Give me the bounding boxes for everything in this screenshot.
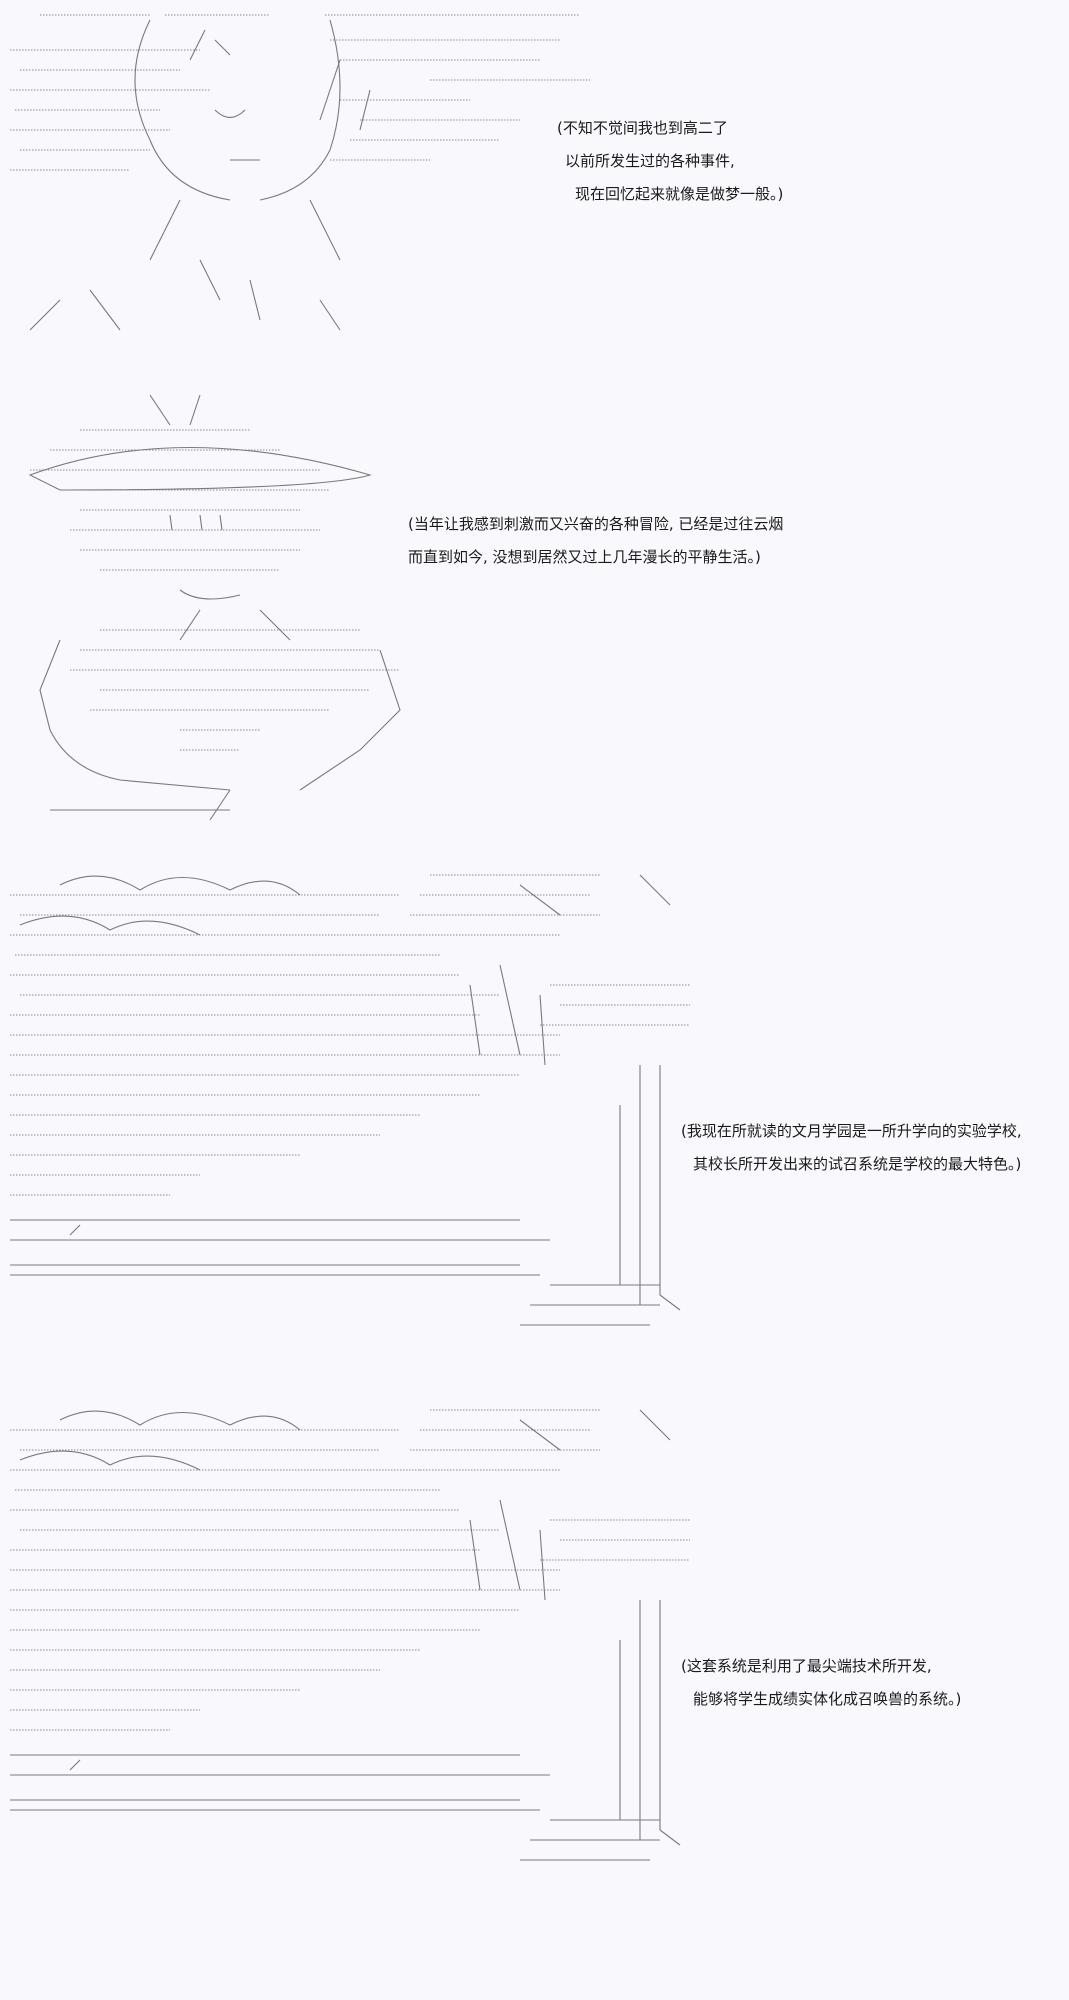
panel-4: (这套系统是利用了最尖端技术所开发, 能够将学生成绩实体化成召唤兽的系统。) — [0, 1400, 1069, 1870]
narration-caption: (我现在所就读的文月学园是一所升学向的实验学校, 其校长所开发出来的试召系统是学… — [681, 1115, 1022, 1181]
caption-line: (当年让我感到刺激而又兴奋的各种冒险, 已经是过往云烟 — [408, 515, 784, 533]
ascii-art-portrait-face — [0, 0, 600, 350]
ascii-art-school-landscape — [0, 1400, 700, 1870]
caption-line: 其校长所开发出来的试召系统是学校的最大特色。) — [693, 1155, 1022, 1173]
ascii-art-straw-hat-character — [0, 390, 420, 840]
narration-caption: (当年让我感到刺激而又兴奋的各种冒险, 已经是过往云烟 而直到如今, 没想到居然… — [408, 508, 783, 574]
caption-line: (不知不觉间我也到高二了 — [557, 119, 728, 137]
ascii-art-school-landscape — [0, 865, 700, 1335]
panel-1: (不知不觉间我也到高二了 以前所发生过的各种事件, 现在回忆起来就像是做梦一般。… — [0, 0, 1069, 360]
panel-3: (我现在所就读的文月学园是一所升学向的实验学校, 其校长所开发出来的试召系统是学… — [0, 865, 1069, 1335]
caption-line: 能够将学生成绩实体化成召唤兽的系统。) — [693, 1690, 962, 1708]
caption-line: 而直到如今, 没想到居然又过上几年漫长的平静生活。) — [408, 548, 761, 566]
narration-caption: (不知不觉间我也到高二了 以前所发生过的各种事件, 现在回忆起来就像是做梦一般。… — [557, 112, 783, 211]
panel-2: (当年让我感到刺激而又兴奋的各种冒险, 已经是过往云烟 而直到如今, 没想到居然… — [0, 390, 1069, 840]
caption-line: (我现在所就读的文月学园是一所升学向的实验学校, — [681, 1122, 1022, 1140]
narration-caption: (这套系统是利用了最尖端技术所开发, 能够将学生成绩实体化成召唤兽的系统。) — [681, 1650, 961, 1716]
caption-line: 以前所发生过的各种事件, — [565, 152, 735, 170]
caption-line: 现在回忆起来就像是做梦一般。) — [575, 185, 784, 203]
caption-line: (这套系统是利用了最尖端技术所开发, — [681, 1657, 932, 1675]
